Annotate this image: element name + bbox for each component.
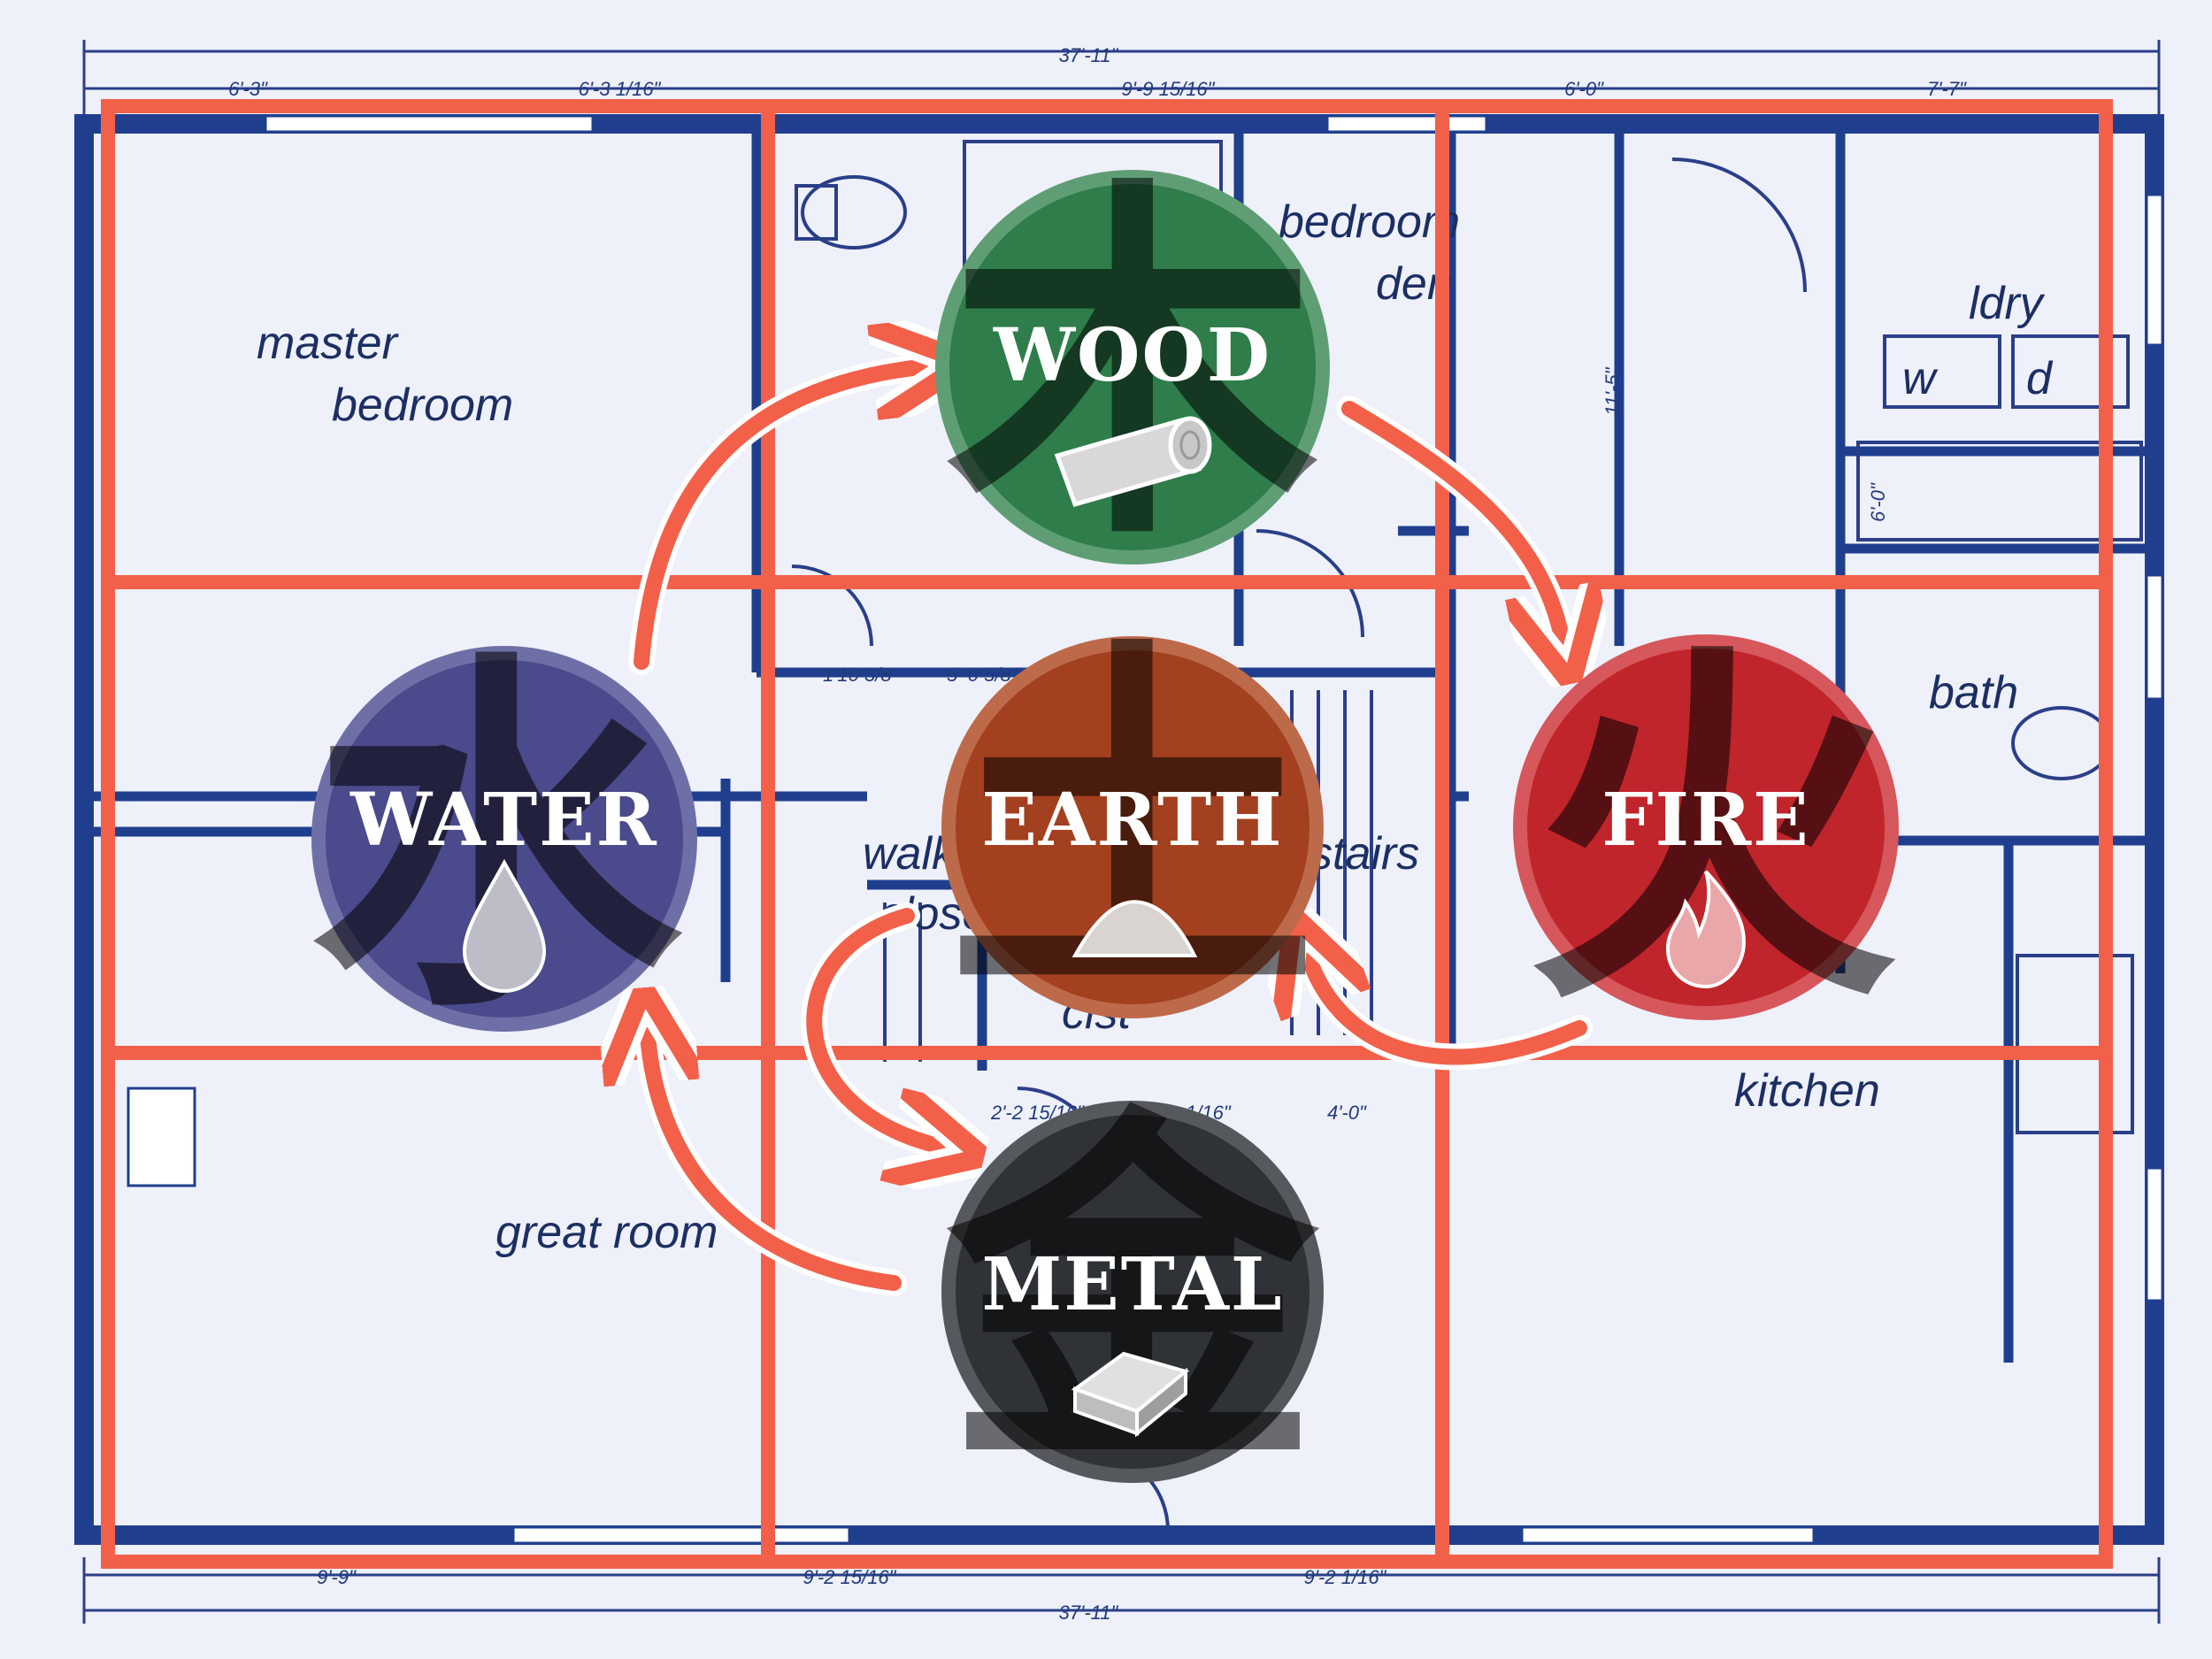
wood-circle: [935, 170, 1330, 565]
dim-top-5: 7'-7": [1927, 78, 1967, 100]
earth-circle: [941, 636, 1324, 1018]
metal-ingot-icon: [1071, 1351, 1190, 1438]
dim-interior-6: 11'-5": [1601, 366, 1624, 416]
metal-glyph: 金: [941, 1080, 1324, 1513]
dim-bottom-2: 9'-2 15/16": [803, 1566, 897, 1588]
earth-label: EARTH: [981, 778, 1283, 863]
metal-label: METAL: [981, 1242, 1283, 1327]
arrow-water-to-wood-core: [634, 367, 920, 670]
windows: [127, 114, 2164, 1545]
water-circle: [311, 646, 697, 1032]
bagua-grid-outline: [101, 99, 2113, 1569]
element-wood: 木 WOOD: [935, 151, 1330, 584]
dim-top-1: 6'-3": [228, 78, 268, 100]
fire-label: FIRE: [1601, 778, 1809, 863]
dim-interior-5: 4'-0": [1327, 1102, 1367, 1124]
water-label: WATER: [349, 778, 658, 863]
arrow-earth-to-metal-core: [806, 908, 938, 1146]
dim-bottom-3: 9'-2 1/16": [1304, 1566, 1387, 1588]
arrow-metal-to-water-core: [648, 1035, 902, 1291]
soil-pile-icon: [1071, 900, 1198, 957]
element-water: 水 WATER: [310, 625, 697, 1057]
dim-top-3: 9'-9 15/16": [1122, 78, 1216, 100]
dim-top-2: 6'-3 1/16": [579, 78, 662, 100]
arrow-wood-to-fire-core: [1341, 401, 1562, 637]
cycle-arrows: [634, 367, 1587, 1296]
room-master-line2: bedroom: [332, 380, 513, 431]
log-icon: [1054, 416, 1212, 508]
element-metal: 金 METAL: [941, 1080, 1324, 1513]
room-dryer: d: [2026, 353, 2054, 404]
room-great-room: great room: [495, 1207, 718, 1258]
wood-glyph: 木: [947, 151, 1318, 584]
dim-interior-1: 1'10 3/8": [823, 664, 900, 686]
dim-overall-bottom: 37'-11": [1059, 1601, 1119, 1624]
element-fire: 火 FIRE: [1513, 616, 1899, 1048]
room-kitchen: kitchen: [1734, 1065, 1880, 1117]
room-laundry: ldry: [1969, 278, 2046, 329]
fire-circle: [1513, 634, 1899, 1020]
water-drop-icon: [462, 858, 547, 993]
wood-label: WOOD: [993, 313, 1271, 398]
dim-top-4: 6'-0": [1564, 78, 1604, 100]
dim-interior-2: 5'-0 5/8": [947, 664, 1019, 686]
dimension-lines: [82, 40, 2161, 1624]
room-washer: w: [1902, 353, 1939, 404]
flame-icon: [1665, 870, 1746, 989]
dim-bottom-1: 9'-9": [317, 1566, 357, 1588]
room-stairs: stairs: [1310, 828, 1419, 879]
earth-glyph: 土: [947, 611, 1318, 1044]
bagua-grid: [101, 99, 2113, 1569]
element-earth: 土 EARTH: [941, 611, 1324, 1044]
room-bedroom-den-line1: bedroom: [1279, 196, 1460, 248]
dim-interior-7: 6'-0": [1867, 482, 1889, 522]
room-bath: bath: [1929, 667, 2018, 718]
metal-circle: [941, 1101, 1324, 1483]
room-master-line1: master: [257, 318, 400, 369]
dim-overall-top: 37'-11": [1059, 44, 1119, 66]
arrow-fire-to-earth-core: [1310, 960, 1587, 1065]
